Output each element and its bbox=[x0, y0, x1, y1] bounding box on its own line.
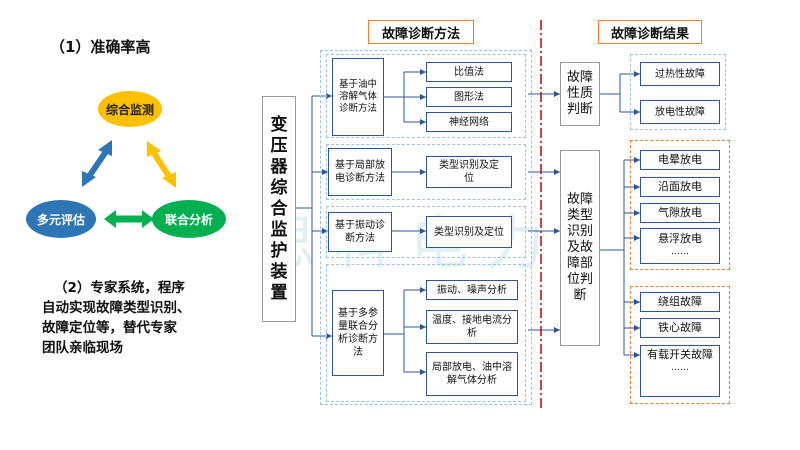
discharge-gap: 气隙放电 bbox=[640, 203, 720, 223]
method-vib-label: 基于振动诊断方法 bbox=[335, 220, 385, 244]
method-dga-label: 基于油中溶解气体诊断方法 bbox=[338, 79, 377, 114]
point-expert-line: 团队亲临现场 bbox=[42, 340, 123, 356]
part-tapchanger: 有载开关故障 …… bbox=[640, 345, 720, 397]
cycle-node-analyze: 联合分析 bbox=[152, 200, 226, 238]
method-vib: 基于振动诊断方法 bbox=[328, 212, 392, 252]
results-header: 故障诊断结果 bbox=[598, 20, 702, 44]
sub-pd-dga: 局部放电、油中溶解气体分析 bbox=[426, 352, 518, 396]
part-winding-label: 绕组故障 bbox=[658, 295, 702, 308]
sub-neural: 神经网络 bbox=[426, 112, 512, 132]
sub-pd-locate-label: 类型识别及定位 bbox=[439, 160, 499, 184]
part-tapchanger-label: 有载开关故障 bbox=[647, 348, 713, 361]
methods-header: 故障诊断方法 bbox=[368, 20, 474, 44]
method-multi: 基于多参量联合分析诊断方法 bbox=[332, 290, 384, 376]
root-node: 变压器综合监护装置 bbox=[262, 96, 296, 322]
cycle-node-assess: 多元评估 bbox=[26, 200, 96, 238]
results-header-label: 故障诊断结果 bbox=[610, 26, 689, 42]
discharge-corona: 电晕放电 bbox=[640, 150, 720, 170]
result-nature: 故障性质判断 bbox=[560, 62, 600, 126]
sub-temp-current-label: 温度、接地电流分析 bbox=[432, 315, 512, 339]
methods-header-label: 故障诊断方法 bbox=[381, 26, 460, 42]
point-expert-line: 自动实现故障类型识别、 bbox=[42, 300, 191, 316]
nature-discharge-label: 放电性故障 bbox=[655, 106, 705, 118]
methods-frame bbox=[320, 50, 532, 405]
sub-ratio-label: 比值法 bbox=[454, 66, 484, 78]
result-location-label: 故障类型识别及故障部位判断 bbox=[566, 192, 593, 303]
sub-graph: 图形法 bbox=[426, 87, 512, 107]
arrow-right-diagonal bbox=[147, 141, 176, 188]
discharge-surface-label: 沿面放电 bbox=[658, 180, 702, 193]
root-label: 变压器综合监护装置 bbox=[270, 114, 288, 303]
result-nature-label: 故障性质判断 bbox=[566, 70, 593, 117]
point-expert-line: （2）专家系统，程序 bbox=[54, 280, 185, 296]
sub-graph-label: 图形法 bbox=[454, 91, 484, 103]
sub-pd-dga-label: 局部放电、油中溶解气体分析 bbox=[432, 362, 512, 386]
nature-overheat-label: 过热性故障 bbox=[655, 68, 705, 80]
part-etc-label: …… bbox=[671, 363, 689, 373]
part-core-label: 铁心故障 bbox=[658, 321, 702, 334]
discharge-corona-label: 电晕放电 bbox=[658, 153, 702, 166]
discharge-floating: 悬浮放电 …… bbox=[640, 228, 720, 264]
nature-overheat: 过热性故障 bbox=[640, 62, 720, 86]
sub-neural-label: 神经网络 bbox=[449, 116, 489, 128]
method-multi-label: 基于多参量联合分析诊断方法 bbox=[338, 308, 378, 358]
method-group-dga bbox=[326, 54, 526, 138]
method-pd: 基于局部放电诊断方法 bbox=[328, 148, 392, 196]
sub-ratio: 比值法 bbox=[426, 62, 512, 82]
cycle-node-analyze-label: 联合分析 bbox=[164, 212, 213, 227]
discharge-gap-label: 气隙放电 bbox=[658, 206, 702, 219]
point-accuracy: （1）准确率高 bbox=[50, 38, 151, 56]
part-frame bbox=[630, 286, 730, 404]
point-expert-system: （2）专家系统，程序 自动实现故障类型识别、 故障定位等，替代专家 团队亲临现场 bbox=[42, 278, 191, 358]
arrow-bottom-horizontal bbox=[104, 210, 154, 228]
part-winding: 绕组故障 bbox=[640, 292, 720, 312]
method-group-pd bbox=[326, 144, 526, 200]
cycle-node-assess-label: 多元评估 bbox=[36, 212, 85, 227]
discharge-frame bbox=[630, 140, 730, 270]
sub-pd-locate: 类型识别及定位 bbox=[426, 156, 512, 188]
part-tapchanger-stack: 有载开关故障 …… bbox=[645, 348, 715, 374]
discharge-floating-stack: 悬浮放电 …… bbox=[658, 232, 702, 258]
method-dga: 基于油中溶解气体诊断方法 bbox=[332, 58, 384, 136]
discharge-etc-label: …… bbox=[671, 247, 689, 257]
sub-vib-locate-label: 类型识别及定位 bbox=[434, 226, 504, 238]
point-expert-line: 故障定位等，替代专家 bbox=[42, 320, 177, 336]
sub-temp-current: 温度、接地电流分析 bbox=[426, 310, 518, 344]
sub-vib-noise-label: 振动、噪声分析 bbox=[437, 284, 507, 296]
result-location: 故障类型识别及故障部位判断 bbox=[560, 150, 600, 346]
sub-vib-noise: 振动、噪声分析 bbox=[426, 280, 518, 300]
sub-vib-locate: 类型识别及定位 bbox=[426, 216, 512, 248]
cycle-node-monitor-label: 综合监测 bbox=[105, 102, 154, 117]
nature-discharge: 放电性故障 bbox=[640, 100, 720, 124]
method-group-multi bbox=[326, 264, 526, 402]
nature-frame bbox=[630, 54, 726, 130]
arrow-left-diagonal bbox=[82, 140, 112, 187]
discharge-surface: 沿面放电 bbox=[640, 177, 720, 197]
cycle-node-monitor: 综合监测 bbox=[98, 91, 162, 127]
part-core: 铁心故障 bbox=[640, 318, 720, 338]
cycle-arrows bbox=[82, 140, 176, 228]
method-pd-label: 基于局部放电诊断方法 bbox=[335, 160, 385, 184]
method-group-vib bbox=[326, 206, 526, 258]
discharge-floating-label: 悬浮放电 bbox=[658, 232, 702, 245]
